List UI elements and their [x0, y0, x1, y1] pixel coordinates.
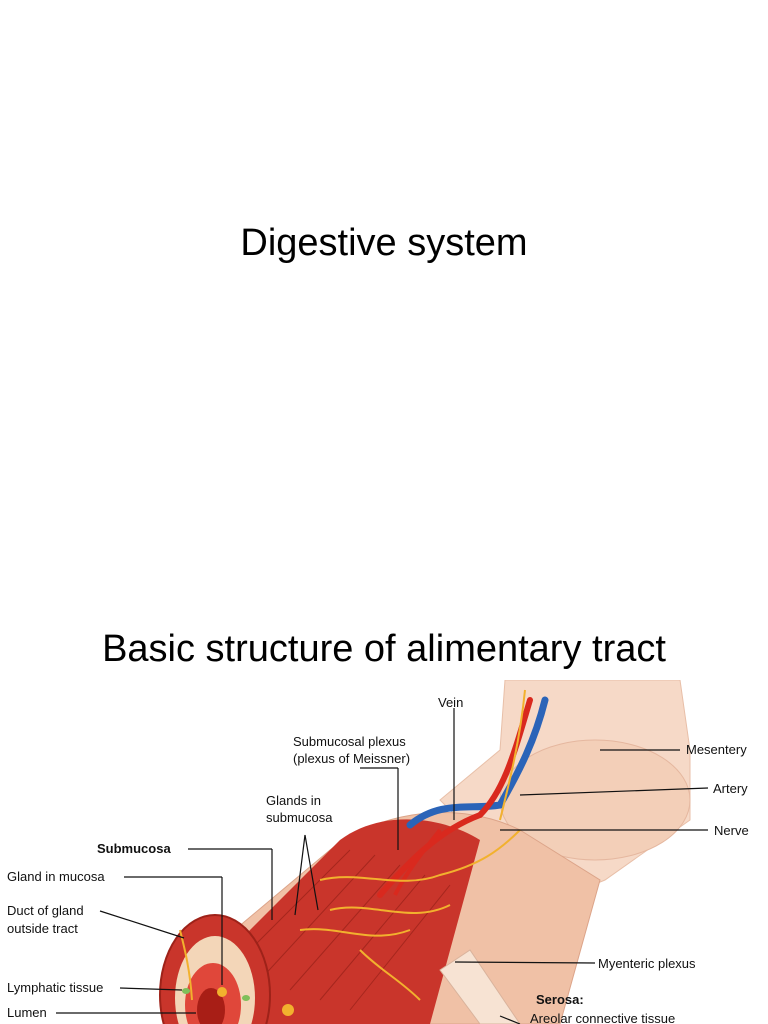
label-submucosal-plexus: Submucosal plexus	[293, 734, 406, 749]
label-mesentery: Mesentery	[686, 742, 747, 757]
lumen-shape	[197, 988, 225, 1024]
nerve-network	[179, 689, 526, 1001]
gland-in-mucosa-shape	[217, 987, 227, 997]
label-areolar-connective-tissue: Areolar connective tissue	[530, 1011, 675, 1024]
label-lumen: Lumen	[7, 1005, 47, 1020]
label-artery: Artery	[713, 781, 748, 796]
label-nerve: Nerve	[714, 823, 749, 838]
label-submucosal-plexus-sub: (plexus of Meissner)	[293, 751, 410, 766]
label-duct-of-gland: Duct of gland	[7, 903, 84, 918]
label-glands-in-submucosa-sub: submucosa	[266, 810, 333, 825]
vein-vessel	[406, 696, 549, 829]
label-lymphatic-tissue: Lymphatic tissue	[7, 980, 103, 995]
label-serosa: Serosa:	[536, 992, 584, 1007]
submucosal-gland-shape	[282, 1004, 294, 1016]
label-vein: Vein	[438, 695, 463, 710]
label-glands-in-submucosa: Glands in	[266, 793, 321, 808]
label-duct-outside-tract: outside tract	[7, 921, 78, 936]
alimentary-tract-diagram: Vein Submucosal plexus (plexus of Meissn…	[7, 680, 749, 1024]
slide-title-alimentary-tract: Basic structure of alimentary tract	[102, 628, 666, 670]
artery-branch	[393, 828, 442, 896]
label-submucosa: Submucosa	[97, 841, 171, 856]
label-myenteric-plexus: Myenteric plexus	[598, 956, 696, 971]
lymph-nodule	[242, 995, 250, 1001]
lymph-nodule	[182, 988, 190, 994]
label-gland-in-mucosa: Gland in mucosa	[7, 869, 105, 884]
slide-title-digestive-system: Digestive system	[240, 222, 528, 264]
serosa-layers	[439, 949, 521, 1024]
